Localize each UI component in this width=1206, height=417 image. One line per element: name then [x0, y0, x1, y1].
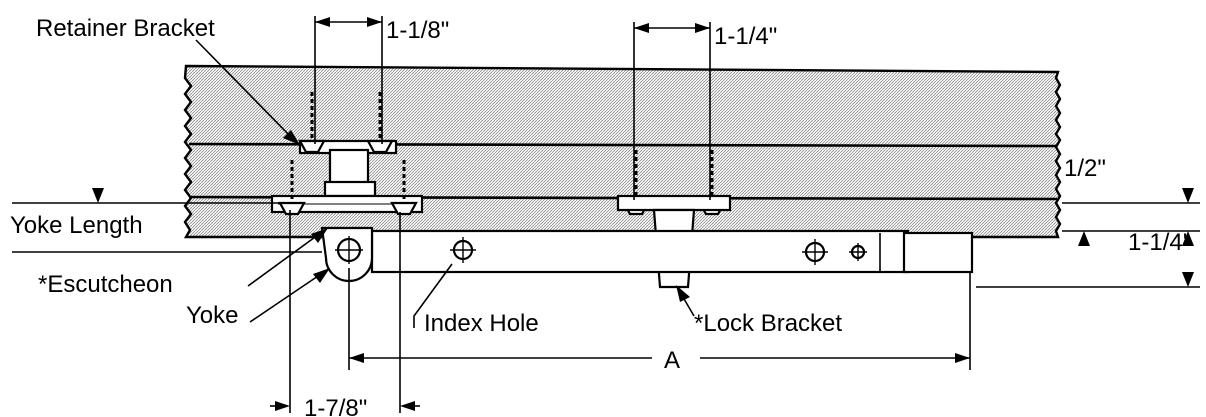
label-escutcheon: *Escutcheon: [38, 271, 173, 298]
label-lock-bracket: *Lock Bracket: [694, 310, 842, 337]
label-yoke: Yoke: [186, 302, 239, 329]
label-dim-1-1-4-right: 1-1/4': [1128, 229, 1187, 256]
label-dim-1-1-8: 1-1/8": [386, 17, 449, 44]
leader-lines: [195, 39, 695, 328]
dimension-lines: [12, 16, 1200, 413]
label-dim-1-2: 1/2": [1064, 155, 1106, 182]
label-retainer-bracket: Retainer Bracket: [36, 15, 215, 42]
label-yoke-length: Yoke Length: [10, 212, 143, 239]
label-dim-1-1-4-top: 1-1/4": [714, 23, 777, 50]
label-index-hole: Index Hole: [424, 310, 539, 337]
label-dim-1-7-8: 1-7/8": [304, 395, 367, 417]
label-dim-a: A: [664, 347, 680, 374]
yoke-bar: [320, 226, 974, 283]
